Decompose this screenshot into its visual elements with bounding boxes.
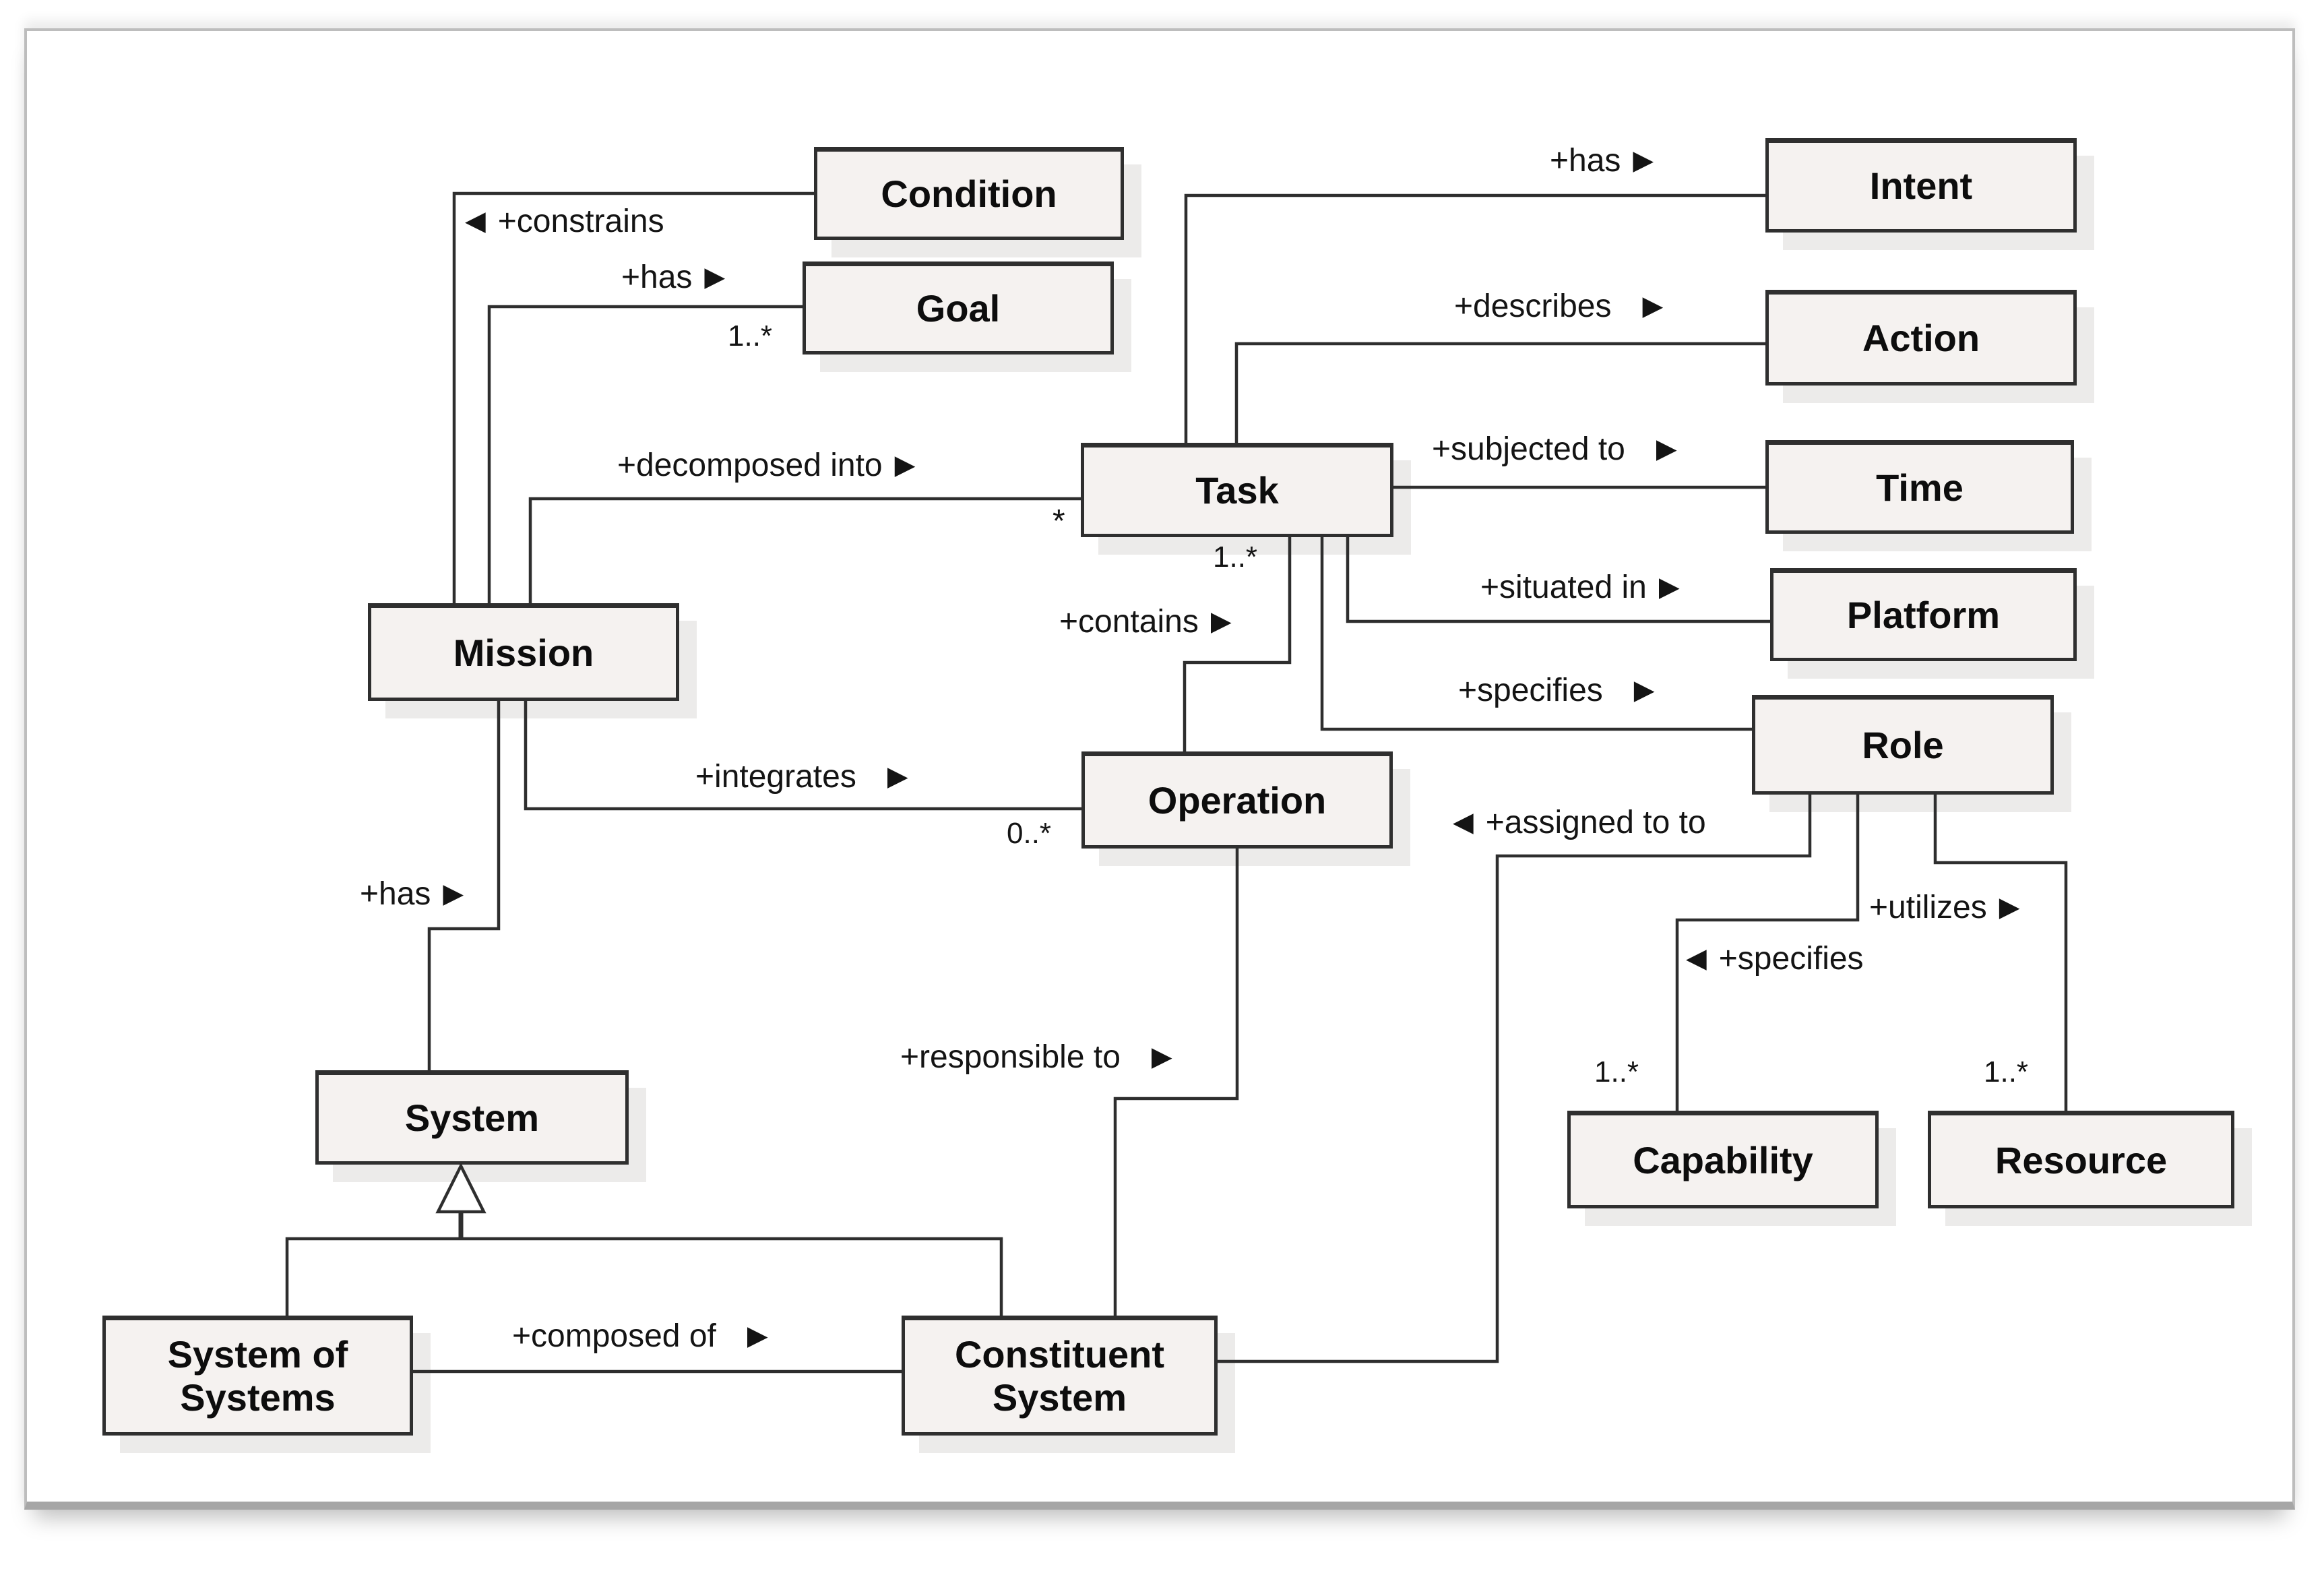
arrowhead-right-icon: ▶	[747, 1321, 768, 1351]
class-label: System of Systems	[167, 1333, 348, 1419]
arrowhead-right-icon: ▶	[887, 762, 908, 791]
edge-label-situated-in: +situated in▶	[1480, 569, 1680, 605]
class-label: Mission	[453, 631, 594, 674]
edge-label-constrains: ◀+constrains	[465, 204, 664, 239]
edge-label-has-goal: +has▶	[621, 259, 726, 295]
multiplicity-decomposed-into: *	[1053, 503, 1065, 539]
edge-has-system-line	[427, 701, 501, 1070]
class-label: Task	[1195, 469, 1279, 512]
edge-has-intent-line	[1184, 193, 1765, 443]
class-label: Capability	[1633, 1138, 1813, 1181]
multiplicity-specifies-capability: 1..*	[1594, 1055, 1639, 1088]
class-box-system-of-systems: System of Systems	[102, 1316, 413, 1436]
class-label: Role	[1862, 724, 1944, 766]
edge-has-goal-line	[487, 305, 803, 603]
edge-label-decomposed-into: +decomposed into▶	[617, 448, 916, 483]
arrowhead-right-icon: ▶	[1633, 675, 1655, 705]
class-label: Operation	[1148, 779, 1327, 822]
edge-situated-in-line	[1346, 537, 1770, 623]
class-box-role: Role	[1752, 695, 2054, 795]
class-box-system: System	[315, 1070, 629, 1165]
edge-label-composed-of: +composed of▶	[512, 1318, 768, 1354]
edge-label-specifies-capability: ◀+specifies	[1686, 941, 1864, 977]
arrowhead-right-icon: ▶	[1210, 607, 1232, 636]
edge-label-contains: +contains▶	[1059, 604, 1232, 640]
edge-label-has-system: +has▶	[360, 876, 464, 912]
arrowhead-right-icon: ▶	[894, 450, 916, 480]
class-label: Intent	[1869, 164, 1973, 207]
edge-label-specifies-role: +specifies▶	[1458, 673, 1655, 708]
arrowhead-right-icon: ▶	[1658, 572, 1680, 602]
edge-constrains-line	[452, 191, 814, 603]
class-box-constituent-system: Constituent System	[902, 1316, 1218, 1436]
class-label: Action	[1862, 317, 1980, 359]
class-label: Time	[1876, 466, 1964, 509]
multiplicity-utilizes: 1..*	[1984, 1055, 2029, 1088]
edge-integrates-line	[524, 701, 1081, 811]
arrowhead-left-icon: ◀	[1453, 807, 1474, 837]
edge-assigned-to-line	[1218, 795, 1812, 1363]
edge-label-assigned-to: ◀+assigned to to	[1453, 805, 1706, 840]
class-box-time: Time	[1765, 440, 2074, 534]
edge-contains-line	[1183, 537, 1292, 751]
class-label: Condition	[881, 173, 1057, 215]
class-label: Platform	[1846, 594, 2001, 636]
class-label: Resource	[1995, 1138, 2168, 1181]
class-label: System	[404, 1097, 540, 1139]
class-box-condition: Condition	[814, 147, 1124, 240]
class-box-intent: Intent	[1765, 138, 2077, 233]
edge-label-responsible-to: +responsible to▶	[900, 1039, 1172, 1075]
edge-specifies-role-line	[1320, 537, 1752, 731]
edge-label-utilizes: +utilizes▶	[1869, 890, 2020, 925]
edge-specifies-capability-line	[1675, 795, 1860, 1111]
generalization-branch-line	[285, 1237, 1003, 1316]
class-box-platform: Platform	[1770, 568, 2077, 661]
edge-label-has-intent: +has▶	[1550, 143, 1654, 179]
edge-utilizes-line	[1933, 795, 2068, 1111]
edge-label-describes: +describes▶	[1454, 288, 1664, 324]
arrowhead-right-icon: ▶	[1151, 1042, 1172, 1072]
class-label: Constituent System	[954, 1333, 1165, 1419]
class-box-mission: Mission	[368, 603, 679, 701]
arrowhead-right-icon: ▶	[1656, 434, 1677, 464]
arrowhead-right-icon: ▶	[1642, 291, 1664, 321]
edge-label-subjected-to: +subjected to▶	[1432, 431, 1677, 467]
arrowhead-right-icon: ▶	[1999, 892, 2020, 922]
multiplicity-contains: 1..*	[1213, 541, 1258, 574]
generalization-triangle-icon	[435, 1162, 486, 1214]
multiplicity-integrates: 0..*	[1007, 817, 1052, 850]
edge-describes-line	[1234, 342, 1765, 443]
class-box-operation: Operation	[1081, 751, 1393, 849]
arrowhead-left-icon: ◀	[465, 206, 486, 236]
class-box-resource: Resource	[1928, 1111, 2234, 1208]
arrowhead-left-icon: ◀	[1686, 944, 1707, 973]
multiplicity-has-goal: 1..*	[728, 319, 773, 352]
class-box-action: Action	[1765, 290, 2077, 386]
class-box-task: Task	[1081, 443, 1393, 537]
class-box-capability: Capability	[1567, 1111, 1879, 1208]
class-label: Goal	[916, 287, 1001, 330]
arrowhead-right-icon: ▶	[704, 262, 726, 292]
edge-label-integrates: +integrates▶	[695, 759, 908, 795]
edge-decomposed-into-line	[528, 497, 1081, 603]
arrowhead-right-icon: ▶	[443, 879, 464, 908]
edge-responsible-to-line	[1113, 849, 1239, 1316]
class-box-goal: Goal	[803, 261, 1114, 355]
arrowhead-right-icon: ▶	[1633, 146, 1654, 175]
